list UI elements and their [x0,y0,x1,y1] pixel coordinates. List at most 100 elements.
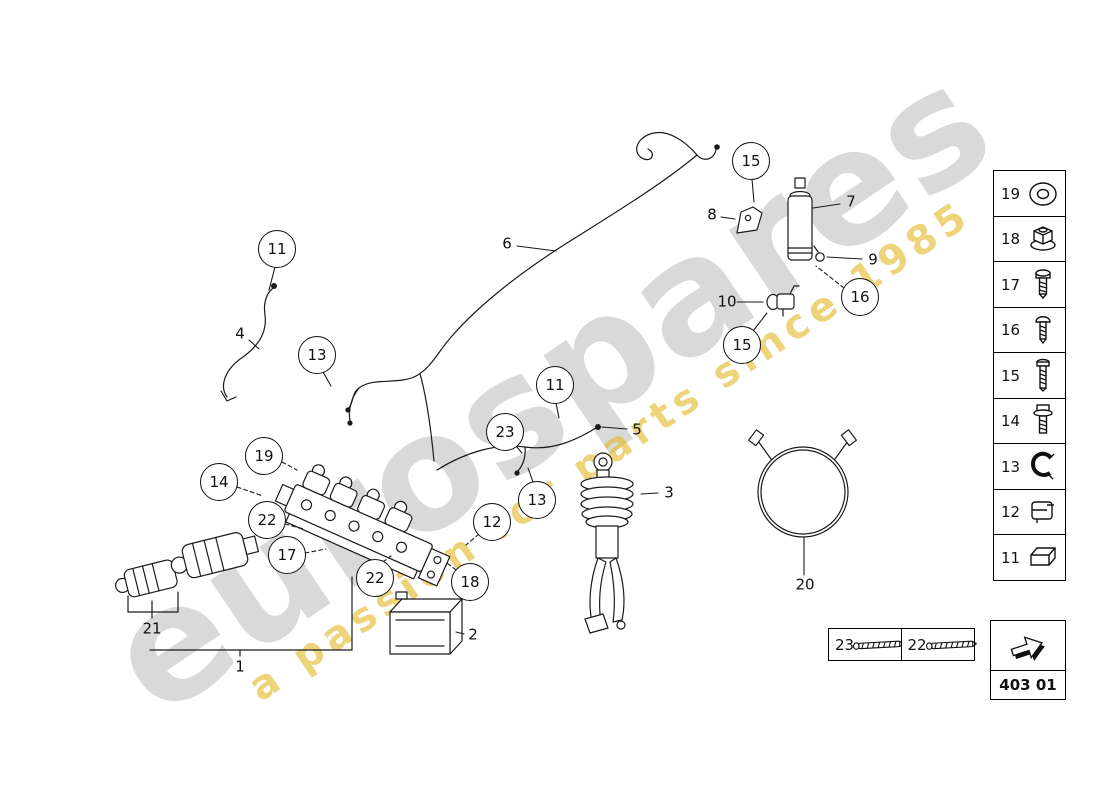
part-5-cable-art [436,424,601,476]
flange-nut-icon [1020,219,1065,259]
long-bolt-icon [849,636,907,654]
leader-line-4 [248,339,260,350]
part-4-cable-art [220,283,278,402]
callout-19[interactable]: 19 [245,437,283,475]
sidebar-part-16[interactable]: 16 [993,306,1066,354]
callout-13[interactable]: 13 [298,336,336,374]
callout-11[interactable]: 11 [258,230,296,268]
part-6-cable-art [345,132,720,462]
block-icon [1020,538,1065,578]
part-number: 22 [907,635,927,654]
leader-line-17 [304,548,327,554]
callout-21: 21 [142,619,162,638]
leader-line-8 [720,216,736,220]
diagram-code-box: 403 01 [990,670,1066,700]
leader-line-7 [812,203,841,209]
leader-line-13 [527,467,534,483]
leader-line-13 [322,371,332,387]
callout-15[interactable]: 15 [732,142,770,180]
sidebar-part-15[interactable]: 15 [993,352,1066,399]
part-number: 17 [1001,275,1021,294]
leader-line-19 [281,461,298,471]
clamp-icon [1020,492,1065,532]
leader-line-2 [455,631,465,635]
callout-23[interactable]: 23 [486,413,524,451]
callout-6: 6 [502,234,512,253]
part-number: 12 [1001,503,1021,521]
part-number: 19 [1001,184,1021,203]
callout-4: 4 [235,324,245,343]
bolt-icon [1020,401,1065,441]
leader-line-9 [826,256,863,260]
screw-pan-icon [1020,310,1065,350]
callout-16[interactable]: 16 [841,278,879,316]
callout-7: 7 [846,192,856,211]
leader-line-16 [815,265,845,289]
leader-line-12 [465,533,480,546]
part-number: 18 [1001,230,1021,248]
sidebar-part-13[interactable]: 13 [993,443,1066,490]
fastener-boxes: 23 22 [828,628,977,661]
part-8-bracket-art [736,206,763,234]
fastener-box-23[interactable]: 23 [828,628,905,661]
clip-icon [1020,447,1065,487]
callout-17[interactable]: 17 [268,536,306,574]
leader-line-22 [284,523,305,530]
sidebar-part-19[interactable]: 19 [993,170,1066,217]
part-number: 14 [1001,412,1021,430]
leader-line-5 [601,426,628,430]
parts-sidebar: 19 18 17 16 15 14 13 12 11 [993,170,1066,581]
callout-22[interactable]: 22 [356,559,394,597]
sidebar-part-11[interactable]: 11 [993,534,1066,581]
leader-line-15 [752,312,768,332]
direction-arrow-box [990,620,1066,672]
part-number: 16 [1001,321,1021,339]
callout-5: 5 [632,420,642,439]
callout-9: 9 [868,250,878,269]
sidebar-part-18[interactable]: 18 [993,215,1066,263]
callout-18[interactable]: 18 [451,563,489,601]
part-20-cable-ring-art [747,429,858,538]
callout-10: 10 [717,292,737,311]
diagram-code: 403 01 [999,676,1057,694]
leader-line-23 [515,445,523,454]
part-21-solenoids-art [114,532,353,657]
part-9-clip-art [813,245,825,262]
callout-12[interactable]: 12 [473,503,511,541]
leader-line-11 [555,402,560,419]
callout-11[interactable]: 11 [536,366,574,404]
leader-line-6 [516,245,557,252]
washer-icon [1020,174,1065,214]
sidebar-part-14[interactable]: 14 [993,397,1066,445]
part-2-control-unit-art [389,591,463,655]
part-number: 13 [1001,457,1021,476]
callout-8: 8 [707,205,717,224]
sidebar-part-12[interactable]: 12 [993,488,1066,536]
long-bolt-icon [922,636,980,654]
screw-long-icon [1020,356,1065,396]
callout-15[interactable]: 15 [723,326,761,364]
leader-line-11 [268,266,276,291]
sidebar-part-17[interactable]: 17 [993,261,1066,308]
part-number: 11 [1001,548,1021,567]
callout-14[interactable]: 14 [200,463,238,501]
leader-lines [236,178,863,635]
leader-line-14 [236,486,264,497]
callout-22[interactable]: 22 [248,501,286,539]
leader-line-15 [751,178,755,203]
part-number: 23 [835,635,855,654]
part-number: 15 [1001,366,1021,385]
fastener-box-22[interactable]: 22 [900,628,977,661]
callout-13[interactable]: 13 [518,481,556,519]
direction-arrow-icon [1010,636,1045,661]
callout-3: 3 [664,483,674,502]
part-3-air-strut-art [580,452,634,634]
callout-1: 1 [235,657,245,676]
part-10-valve-art [766,285,800,317]
part-7-cylinder-art [787,177,813,261]
callout-20: 20 [795,575,815,594]
callout-2: 2 [468,625,478,644]
